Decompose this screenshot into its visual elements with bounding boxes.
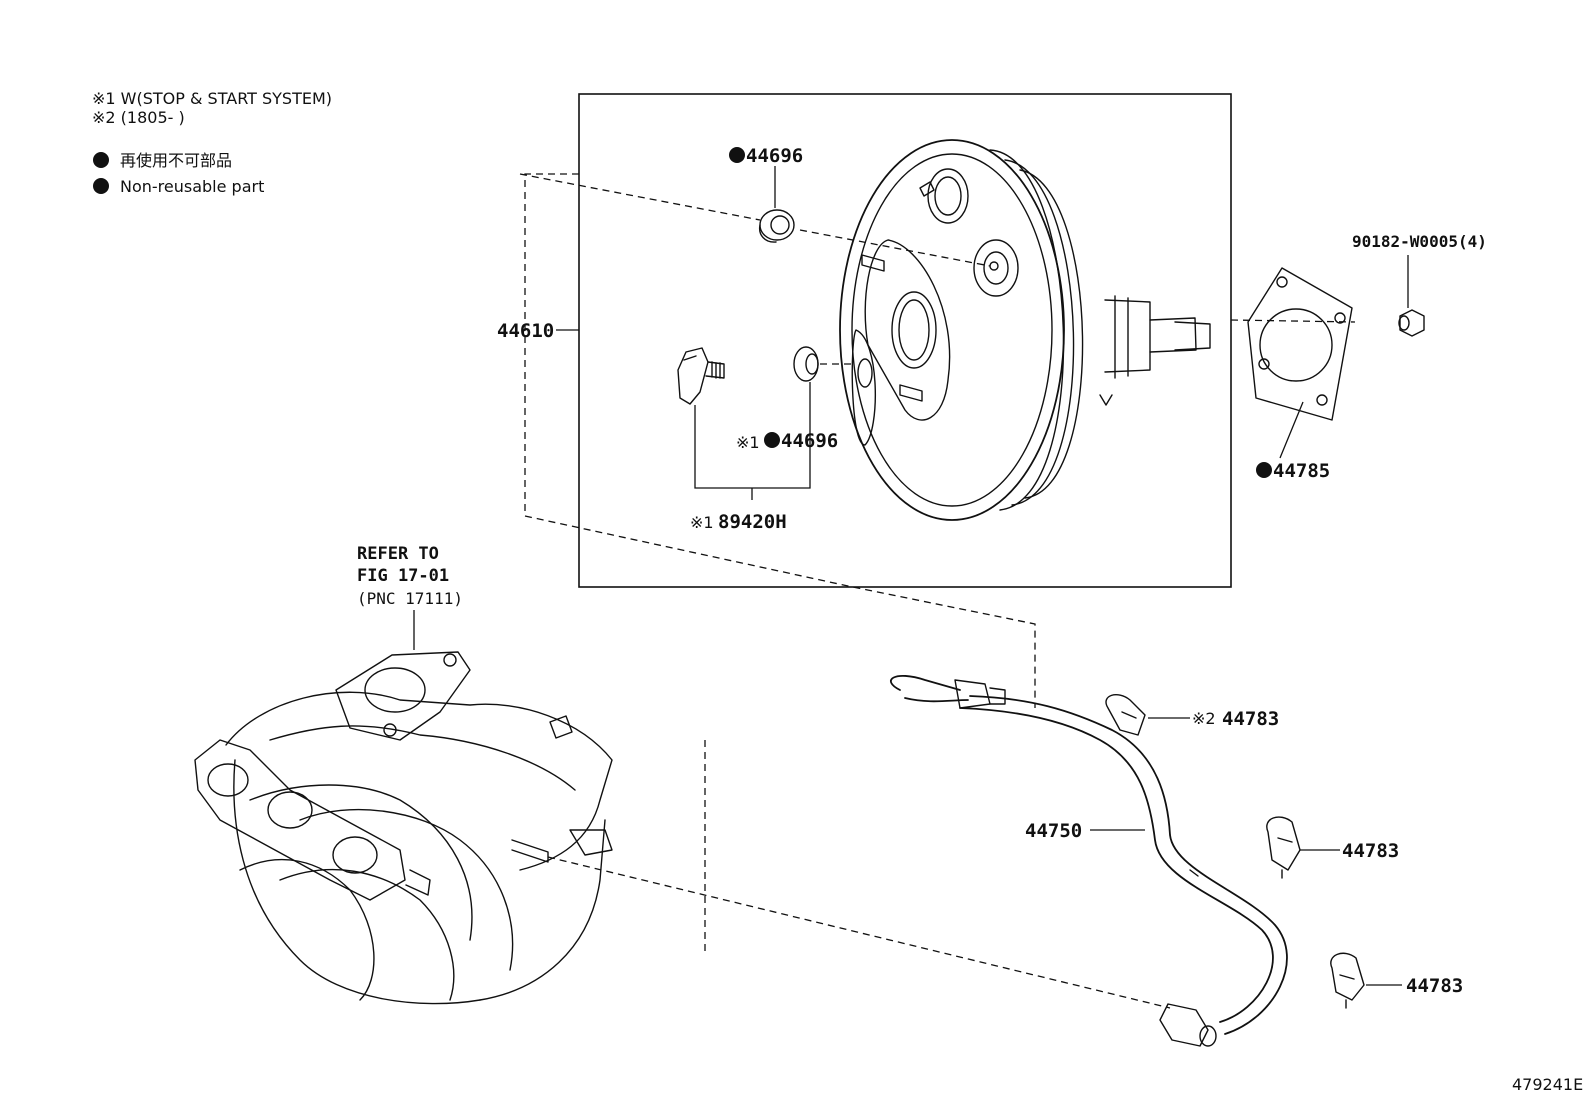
- callout-prefix-note2: ※2: [1192, 709, 1216, 728]
- callout-clamp-bottom: 44783: [1406, 975, 1463, 997]
- callout-grommet-side: 44696: [781, 430, 838, 452]
- callout-grommet-top: 44696: [746, 145, 803, 167]
- callout-nut: 90182-W0005(4): [1352, 232, 1487, 251]
- notes-block: ※1 W(STOP & START SYSTEM) ※2 (1805- ) 再使…: [92, 89, 332, 196]
- manifold-dashed-line: [547, 856, 1171, 1009]
- grommet-icon: [758, 209, 795, 243]
- gasket-leader: [1279, 401, 1304, 459]
- nut-icon: [1398, 309, 1425, 337]
- legend-japanese: 再使用不可部品: [120, 151, 232, 170]
- hose-clamp-icon: [1266, 816, 1301, 879]
- side-grommet-icon: [793, 346, 819, 382]
- callout-prefix-note1: ※1: [690, 513, 714, 532]
- hose-clamp-icon: [1330, 952, 1365, 1009]
- reference-line-1: REFER TO: [357, 544, 439, 564]
- callout-sensor: 89420H: [718, 511, 787, 533]
- vacuum-hose-icon: [890, 675, 1288, 1047]
- non-reusable-dot-icon: [764, 432, 780, 448]
- brake-booster-icon: [839, 139, 1211, 521]
- note-2: ※2 (1805- ): [92, 108, 185, 127]
- legend-english: Non-reusable part: [120, 177, 264, 196]
- grommet-top-dashed-line: [519, 173, 761, 221]
- figure-id: 479241E: [1512, 1075, 1583, 1094]
- callout-gasket: 44785: [1273, 460, 1330, 482]
- callout-clamp-top: 44783: [1222, 708, 1279, 730]
- grommet-top-dashed-line-2: [799, 229, 991, 267]
- reference-line-3: (PNC 17111): [357, 589, 463, 608]
- callout-prefix-note1: ※1: [736, 433, 760, 452]
- intake-manifold-icon: [194, 651, 613, 1005]
- callout-booster-assy: 44610: [497, 320, 554, 342]
- hidden-guide-2: [705, 586, 848, 742]
- callout-hose: 44750: [1025, 820, 1082, 842]
- non-reusable-dot-icon: [1256, 462, 1272, 478]
- assembly-dashed-bracket: [524, 173, 1036, 708]
- nut-dashed-line: [1230, 319, 1356, 323]
- hidden-guide: [560, 740, 705, 860]
- legend-dot-icon: [93, 152, 109, 168]
- note-1: ※1 W(STOP & START SYSTEM): [92, 89, 332, 108]
- legend-dot-icon: [93, 178, 109, 194]
- hose-clamp-icon: [1105, 694, 1146, 736]
- assembly-frame: [578, 93, 1232, 588]
- gasket-icon: [1247, 267, 1353, 421]
- non-reusable-dot-icon: [729, 147, 745, 163]
- callout-clamp-mid: 44783: [1342, 840, 1399, 862]
- reference-line-2: FIG 17-01: [357, 566, 449, 586]
- vacuum-sensor-icon: [677, 347, 725, 405]
